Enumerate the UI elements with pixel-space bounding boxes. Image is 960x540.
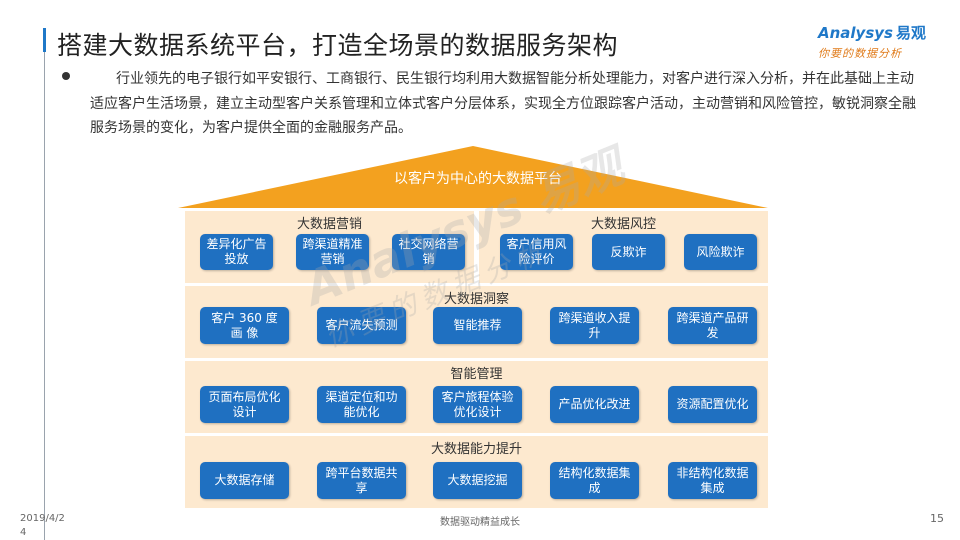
marketing-item: 差异化广告投放 [200,234,273,270]
slide-title: 搭建大数据系统平台，打造全场景的数据服务架构 [57,31,619,60]
management-item: 客户旅程体验优化设计 [433,386,522,423]
logo-tagline: 你要的数据分析 [818,47,902,60]
capability-item: 大数据挖掘 [433,462,522,499]
capability-item: 非结构化数据集成 [668,462,757,499]
logo-brand-cn: 易观 [895,24,926,42]
insight-item: 客户流失预测 [317,307,406,344]
title-accent-bar [43,28,46,52]
intro-paragraph: 行业领先的电子银行如平安银行、工商银行、民生银行均利用大数据智能分析处理能力，对… [90,71,916,136]
marketing-item: 跨渠道精准营销 [296,234,369,270]
capability-item: 跨平台数据共享 [317,462,406,499]
insight-item: 客户 360 度 画 像 [200,307,289,344]
footer-date: 2019/4/24 [20,513,65,538]
risk-item: 风险欺诈 [684,234,757,270]
risk-title: 大数据风控 [590,217,656,232]
capability-item: 结构化数据集成 [550,462,639,499]
management-title: 智能管理 [450,367,503,382]
management-item: 页面布局优化设计 [200,386,289,423]
management-item: 产品优化改进 [550,386,639,423]
risk-item: 客户信用风险评价 [500,234,573,270]
page-number: 15 [930,512,944,525]
insight-item: 跨渠道产品研发 [668,307,757,344]
insight-title: 大数据洞察 [443,292,509,307]
risk-item: 反欺诈 [592,234,665,270]
footer-slogan: 数据驱动精益成长 [440,517,520,528]
bullet-icon [62,72,70,80]
marketing-title: 大数据营销 [296,217,362,232]
left-divider-line [44,52,45,540]
logo-brand: Analysys [818,24,893,42]
roof-label: 以客户为中心的大数据平台 [394,171,562,187]
capability-title: 大数据能力提升 [430,442,522,457]
insight-item: 智能推荐 [433,307,522,344]
insight-item: 跨渠道收入提升 [550,307,639,344]
management-item: 渠道定位和功能优化 [317,386,406,423]
management-item: 资源配置优化 [668,386,757,423]
capability-item: 大数据存储 [200,462,289,499]
marketing-item: 社交网络营销 [392,234,465,270]
roof-triangle [178,146,768,208]
